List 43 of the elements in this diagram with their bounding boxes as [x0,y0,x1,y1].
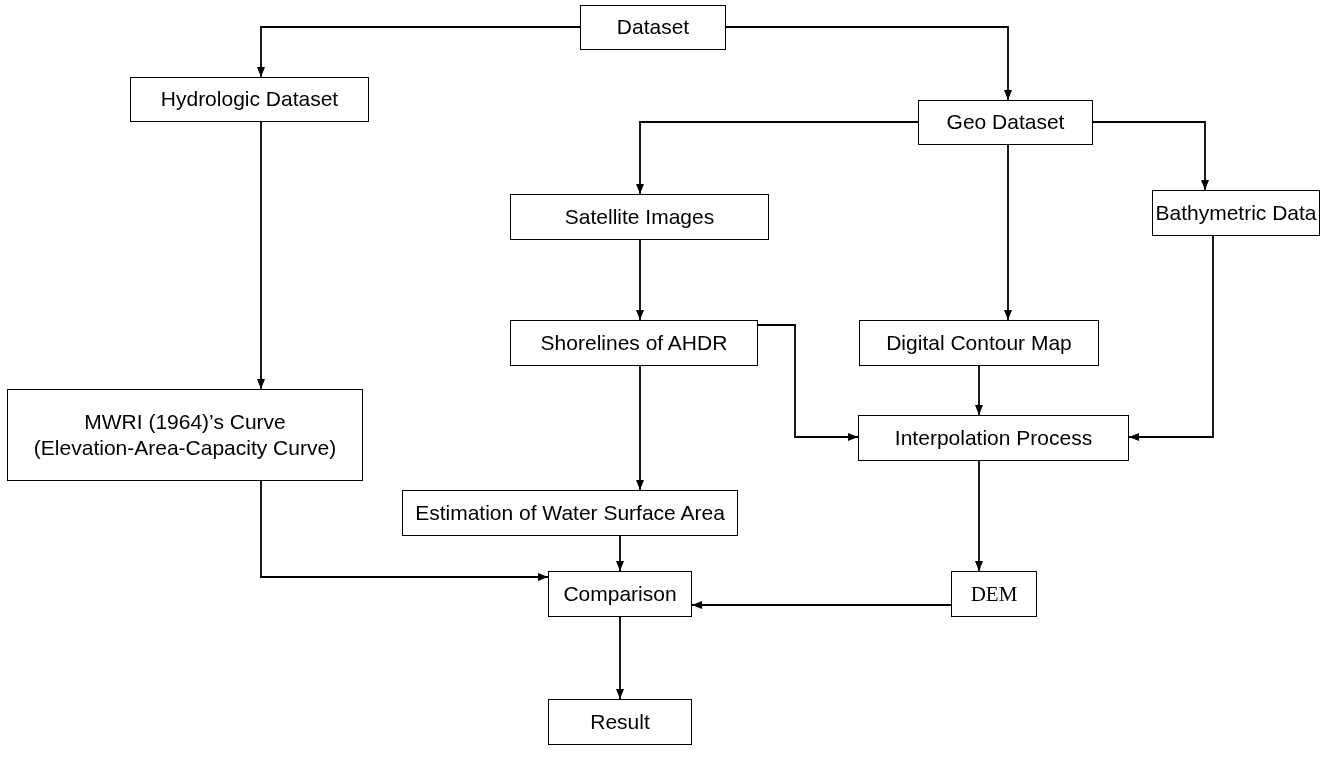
process-box [402,490,738,536]
process-box [580,5,726,50]
arrow [1092,121,1209,191]
arrow [725,26,1012,101]
arrow [691,601,952,609]
process-box [859,320,1099,366]
node-label: Estimation of Water Surface Area [415,499,725,526]
arrow [260,480,549,581]
process-box [510,320,758,366]
process-box [951,571,1037,617]
arrow [975,365,983,416]
arrow [636,121,919,195]
arrow [1128,235,1214,441]
node-label: Shorelines of AHDR [540,329,728,356]
node-label: Hydrologic Dataset [160,86,339,113]
node-label: Dataset [616,14,690,41]
process-box [548,571,692,617]
arrow [975,460,983,572]
node-label: DEM [970,580,1018,608]
arrow [1004,144,1012,321]
process-box [510,194,769,240]
node-label: Satellite Images [564,203,715,230]
process-box [858,415,1129,461]
process-box [130,77,369,122]
node-label: Digital Contour Map [886,329,1072,356]
arrow [616,535,624,572]
arrow [636,365,644,491]
node-label: MWRI (1964)’s Curve [84,408,286,435]
node-label: Comparison [563,580,677,607]
arrow [257,26,581,78]
node-label: Interpolation Process [894,424,1093,451]
arrow [616,616,624,700]
arrow [636,239,644,321]
curve-box [7,389,363,481]
node-label: Geo Dataset [946,109,1065,136]
node-label: Bathymetric Data [1155,199,1317,226]
node-label: Result [590,708,650,735]
node-label: (Elevation-Area-Capacity Curve) [33,435,337,461]
process-box [548,699,692,745]
arrow [257,121,265,390]
process-box [918,100,1093,145]
arrow [757,324,859,441]
process-box [1152,190,1320,236]
